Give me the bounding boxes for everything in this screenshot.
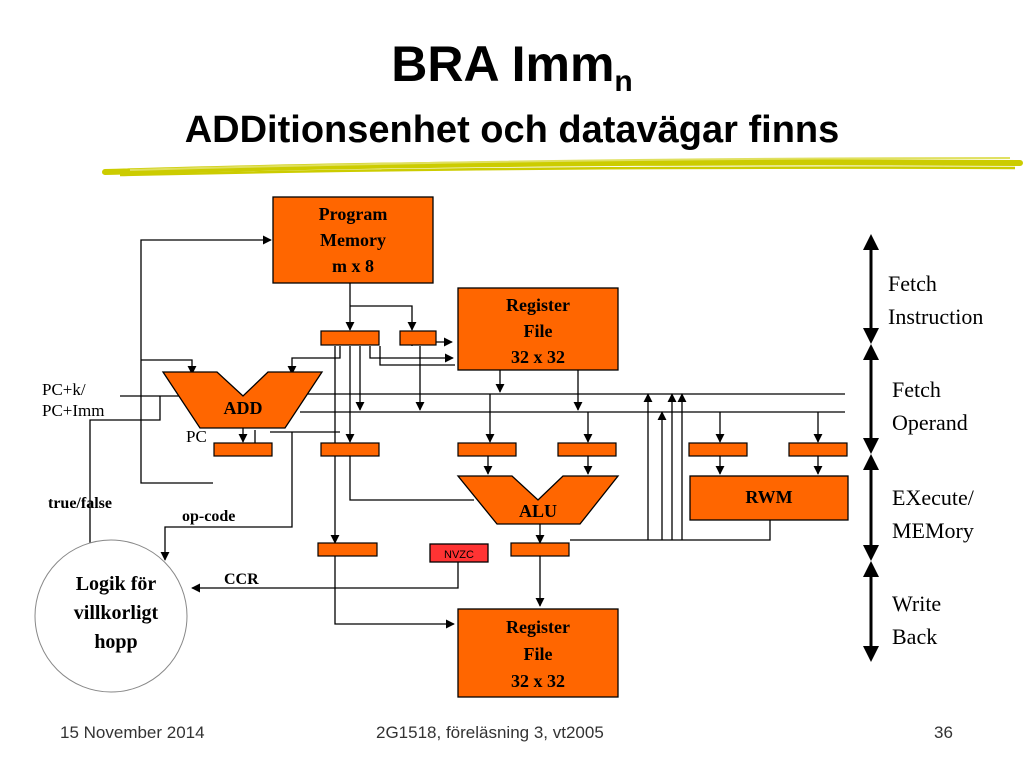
stage-arrows: [863, 234, 879, 662]
program-memory-block: Program Memory m x 8: [272, 196, 434, 284]
title-subscript: n: [614, 65, 633, 98]
title-underline: [102, 157, 1023, 177]
nvzc-flags: NVZC: [429, 543, 489, 563]
datapath-wires: [89, 235, 845, 629]
alu-label: ALU: [519, 501, 557, 521]
latch-ir-2: [399, 330, 437, 346]
logic-line-3: hopp: [94, 631, 137, 653]
stage-fetch-operand-line-1: Fetch: [892, 377, 941, 402]
latch-opcode: [320, 442, 380, 457]
add-label: ADD: [224, 398, 263, 418]
footer-course: 2G1518, föreläsning 3, vt2005: [376, 723, 604, 742]
latch-writeback-addr: [317, 542, 378, 557]
stage-execute-line-1: EXecute/: [892, 485, 975, 510]
pipeline-latches: [213, 330, 848, 557]
latch-result: [510, 542, 570, 557]
register-file-bottom-line-3: 32 x 32: [511, 671, 565, 691]
latch-operand-b: [557, 442, 617, 457]
rwm-label: RWM: [745, 487, 792, 507]
signal-truefalse: true/false: [48, 495, 112, 512]
stage-fetch-instruction-line-2: Instruction: [888, 304, 983, 329]
register-file-bottom-block: Register File 32 x 32: [457, 608, 619, 698]
branch-logic-unit: Logik för villkorligt hopp: [34, 539, 188, 693]
latch-operand-a: [457, 442, 517, 457]
stage-writeback-line-2: Back: [892, 624, 937, 649]
add-unit: ADD: [161, 371, 324, 429]
alu-unit: ALU: [456, 475, 620, 525]
register-file-bottom-line-2: File: [524, 644, 553, 664]
signal-pck: PC+k/: [42, 380, 86, 399]
signal-pcimm: PC+Imm: [42, 401, 105, 420]
logic-line-2: villkorligt: [74, 602, 159, 624]
register-file-top-block: Register File 32 x 32: [457, 287, 619, 371]
stage-execute-line-2: MEMory: [892, 518, 974, 543]
slide-subtitle: ADDitionsenhet och datavägar finns: [184, 109, 840, 151]
rwm-block: RWM: [689, 475, 849, 521]
register-file-bottom-line-1: Register: [506, 617, 570, 637]
register-file-top-line-2: File: [524, 321, 553, 341]
program-memory-line-2: Memory: [320, 230, 386, 250]
title-main: BRA Imm: [391, 36, 615, 92]
stage-writeback-line-1: Write: [892, 591, 941, 616]
stage-fetch-operand-line-2: Operand: [892, 410, 968, 435]
logic-line-1: Logik för: [76, 573, 157, 595]
register-file-top-line-3: 32 x 32: [511, 347, 565, 367]
signal-opcode: op-code: [182, 508, 235, 525]
latch-rwm-b: [788, 442, 848, 457]
footer-page-number: 36: [934, 723, 953, 742]
signal-ccr: CCR: [224, 571, 259, 588]
register-file-top-line-1: Register: [506, 295, 570, 315]
program-memory-line-1: Program: [319, 204, 388, 224]
footer-date: 15 November 2014: [60, 723, 205, 742]
latch-ir: [320, 330, 380, 346]
latch-rwm-a: [688, 442, 748, 457]
stage-fetch-instruction-line-1: Fetch: [888, 271, 937, 296]
signal-pc: PC: [186, 427, 207, 446]
slide-title: BRA Immn: [0, 36, 1024, 110]
latch-pc: [213, 442, 273, 457]
nvzc-label: NVZC: [444, 549, 474, 561]
program-memory-line-3: m x 8: [332, 256, 374, 276]
